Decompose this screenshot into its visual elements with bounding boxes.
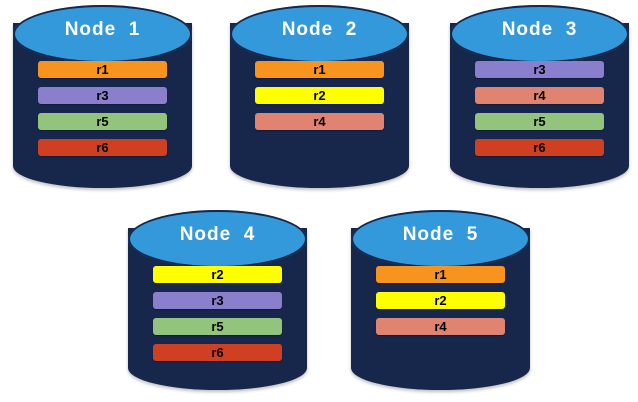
node-title: Node 5: [402, 224, 479, 245]
record-bar-r4[interactable]: r4: [255, 113, 384, 130]
record-bar-r4[interactable]: r4: [376, 318, 505, 335]
record-bar-r2[interactable]: r2: [376, 292, 505, 309]
database-node-2[interactable]: Node 2 r1 r2 r4: [230, 5, 409, 188]
database-node-1[interactable]: Node 1 r1 r3 r5 r6: [13, 5, 192, 188]
cylinder-lid: [450, 5, 629, 63]
record-bar-r5[interactable]: r5: [38, 113, 167, 130]
cylinder-lid: [13, 5, 192, 63]
record-bar-r5[interactable]: r5: [475, 113, 604, 130]
record-bar-r1[interactable]: r1: [376, 266, 505, 283]
database-node-4[interactable]: Node 4 r2 r3 r5 r6: [128, 210, 307, 390]
record-bar-r3[interactable]: r3: [38, 87, 167, 104]
database-node-5[interactable]: Node 5 r1 r2 r4: [351, 210, 530, 390]
record-list: r1 r3 r5 r6: [38, 61, 167, 156]
record-bar-r6[interactable]: r6: [38, 139, 167, 156]
record-bar-r3[interactable]: r3: [153, 292, 282, 309]
cylinder-lid: [230, 5, 409, 63]
node-title: Node 4: [179, 224, 256, 245]
record-bar-r1[interactable]: r1: [38, 61, 167, 78]
cylinder-lid: [351, 210, 530, 268]
node-title: Node 3: [501, 19, 578, 40]
cylinder-lid: [128, 210, 307, 268]
record-bar-r4[interactable]: r4: [475, 87, 604, 104]
node-title: Node 1: [64, 19, 141, 40]
record-bar-r1[interactable]: r1: [255, 61, 384, 78]
record-list: r1 r2 r4: [255, 61, 384, 130]
record-list: r2 r3 r5 r6: [153, 266, 282, 361]
record-list: r3 r4 r5 r6: [475, 61, 604, 156]
record-bar-r2[interactable]: r2: [153, 266, 282, 283]
node-title: Node 2: [281, 19, 358, 40]
record-bar-r6[interactable]: r6: [153, 344, 282, 361]
record-bar-r3[interactable]: r3: [475, 61, 604, 78]
database-node-3[interactable]: Node 3 r3 r4 r5 r6: [450, 5, 629, 188]
record-bar-r6[interactable]: r6: [475, 139, 604, 156]
record-bar-r5[interactable]: r5: [153, 318, 282, 335]
record-bar-r2[interactable]: r2: [255, 87, 384, 104]
record-list: r1 r2 r4: [376, 266, 505, 335]
